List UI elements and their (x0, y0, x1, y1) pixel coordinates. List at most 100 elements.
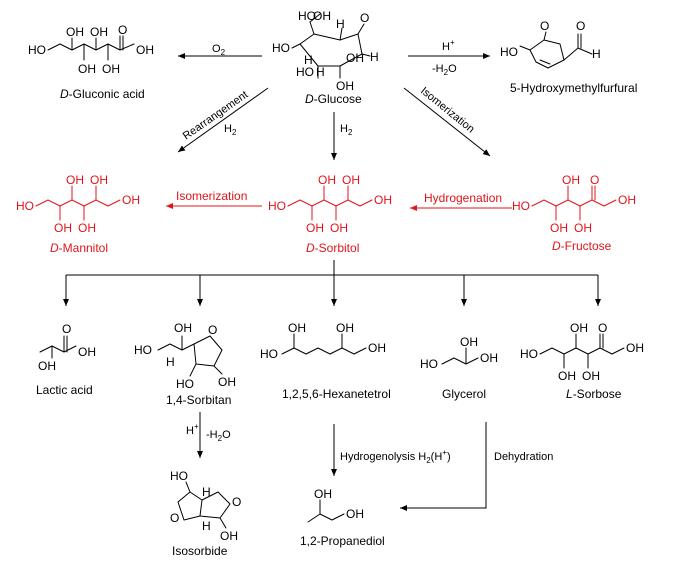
atom-label: OH (368, 341, 386, 355)
mannitol-structure: HO OH OH OH OH OH (16, 173, 140, 235)
atom-label: OH (626, 341, 644, 355)
sorbitan-structure: HO OH O H HO OH (134, 321, 236, 391)
cond-o2: O2 (212, 43, 226, 57)
atom-label: OH (558, 369, 576, 383)
glycerol-structure: HO OH OH (420, 335, 498, 371)
atom-label: OH (618, 193, 636, 207)
atom-label: O (62, 322, 71, 336)
atom-label: OH (574, 221, 592, 235)
atom-label: OH (102, 62, 120, 76)
atom-label: HO (268, 199, 286, 213)
atom-label: OH (66, 173, 84, 187)
atom-label: OH (342, 173, 360, 187)
atom-label: OH (122, 193, 140, 207)
cond-isomerization-red: Isomerization (176, 189, 247, 203)
name-isosorbide: Isosorbide (172, 544, 228, 558)
atom-label: O (232, 495, 241, 509)
name-d-fructose: D-Fructose (552, 239, 612, 253)
atom-label: HO (500, 45, 518, 59)
atom-label: O (576, 19, 585, 33)
atom-label: OH (318, 173, 336, 187)
atom-label: OH (480, 351, 498, 365)
atom-label: HO (170, 469, 188, 483)
atom-label: O (208, 323, 217, 337)
atom-label: HO (520, 347, 538, 361)
atom-label: OH (78, 62, 96, 76)
name-hmf: 5-Hydroxymethylfurfural (510, 81, 637, 95)
name-d-mannitol: D-Mannitol (50, 241, 108, 255)
arrow-isomerization (403, 87, 491, 157)
isosorbide-structure: HO H O O H OH (170, 469, 241, 543)
cond-isomerization: Isomerization (418, 85, 476, 135)
atom-label: OH (313, 9, 331, 23)
cond-hydrogenolysis: Hydrogenolysis H2(H+) (340, 448, 451, 465)
atom-label: OH (306, 221, 324, 235)
atom-label: HO (28, 43, 46, 57)
cond-rearrangement: Rearrangement (181, 89, 250, 143)
atom-label: HO (16, 199, 34, 213)
atom-label: OH (562, 173, 580, 187)
cond-hplus: H+ (442, 38, 455, 53)
atom-label: O (360, 11, 369, 25)
gluconic-acid-structure: HO OH OH OH OH O OH (28, 23, 154, 76)
atom-label: OH (218, 375, 236, 389)
atom-label: OH (54, 221, 72, 235)
name-hexanetetrol: 1,2,5,6-Hexanetetrol (282, 387, 391, 401)
atom-label: H (202, 519, 211, 533)
atom-label: OH (90, 25, 108, 39)
atom-label: H (316, 65, 325, 79)
name-propanediol: 1,2-Propanediol (300, 534, 385, 548)
atom-label: H (370, 50, 379, 64)
atom-label: OH (78, 345, 96, 359)
hmf-structure: HO O O H (500, 19, 601, 69)
name-d-sorbitol: D-Sorbitol (306, 241, 359, 255)
lactic-acid-structure: O OH OH (38, 322, 96, 373)
atom-label: HO (296, 65, 314, 79)
atom-label: HO (176, 377, 194, 391)
atom-label: OH (136, 43, 154, 57)
name-l-sorbose: L-Sorbose (566, 387, 622, 401)
atom-label: OH (346, 51, 364, 65)
atom-label: HO (512, 199, 530, 213)
atom-label: O (118, 23, 127, 37)
atom-label: H (202, 485, 211, 499)
atom-label: O (540, 19, 549, 33)
atom-label: OH (550, 221, 568, 235)
atom-label: H (336, 17, 345, 31)
atom-label: O (170, 511, 179, 525)
name-glycerol: Glycerol (442, 387, 486, 401)
cond-h2-rearrangement: H2 (224, 123, 237, 137)
atom-label: OH (460, 335, 478, 349)
cond-hydrogenation: Hydrogenation (424, 191, 502, 205)
cond-minus-h2o-isosorbide: -H2O (206, 429, 231, 443)
atom-label: O (590, 173, 599, 187)
fructose-structure: HO OH O OH OH OH (512, 173, 636, 235)
atom-label: OH (570, 321, 588, 335)
cond-hplus-isosorbide: H+ (186, 422, 199, 437)
atom-label: OH (346, 507, 364, 521)
atom-label: OH (336, 321, 354, 335)
atom-label: O (598, 321, 607, 335)
sorbose-structure: HO OH O OH OH OH (520, 321, 644, 383)
atom-label: OH (288, 321, 306, 335)
glucose-structure: HO OH H O HO H OH H HO H OH (272, 9, 379, 93)
sorbitol-structure: HO OH OH OH OH OH (268, 173, 392, 235)
atom-label: HO (134, 343, 152, 357)
atom-label: OH (78, 221, 96, 235)
atom-label: HO (420, 357, 438, 371)
name-d-glucose: D-Glucose (305, 92, 362, 106)
atom-label: OH (336, 79, 354, 93)
name-sorbitan: 1,4-Sorbitan (166, 393, 231, 407)
atom-label: OH (174, 321, 192, 335)
atom-label: OH (90, 173, 108, 187)
atom-label: HO (260, 347, 278, 361)
arrow-rearrangement (177, 87, 269, 153)
name-d-gluconic-acid: D-Gluconic acid (60, 87, 145, 101)
atom-label: HO (298, 9, 316, 23)
atom-label: H (304, 53, 313, 67)
atom-label: OH (374, 193, 392, 207)
atom-label: OH (66, 25, 84, 39)
atom-label: OH (220, 529, 238, 543)
atom-label: OH (582, 369, 600, 383)
